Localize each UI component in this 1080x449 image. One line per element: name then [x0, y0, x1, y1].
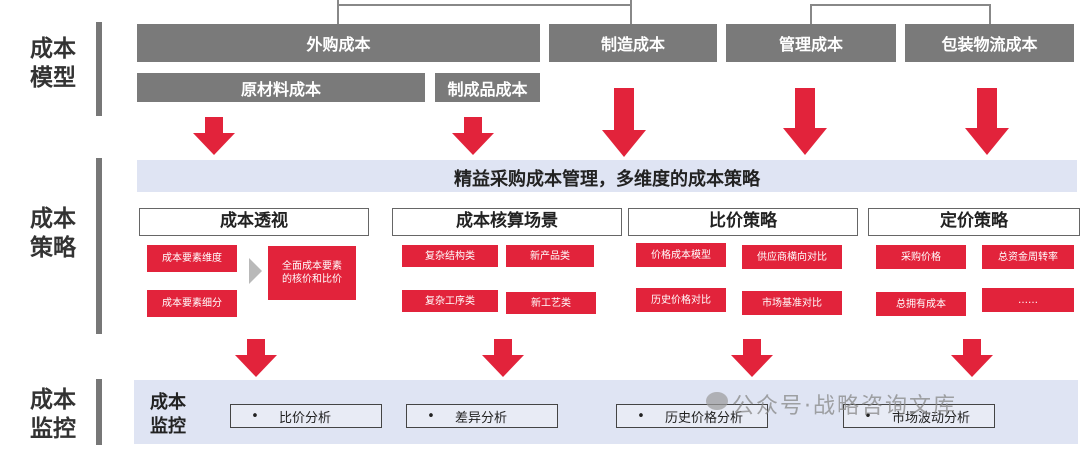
bullet-icon: • — [251, 408, 259, 424]
monitor-item: • 市场波动分析 — [843, 404, 995, 428]
wechat-icon — [706, 392, 728, 410]
strategy-group-title: 比价策略 — [628, 208, 858, 236]
bullet-icon: • — [864, 408, 872, 424]
section-divider-monitor — [96, 379, 102, 445]
strategy-item: 复杂工序类 — [402, 290, 498, 312]
connector-line — [630, 0, 632, 24]
strategy-item: 复杂结构类 — [402, 245, 498, 267]
watermark: 公众号·战略咨询文库 — [732, 394, 957, 419]
monitor-item-label: 比价分析 — [279, 410, 332, 426]
strategy-item: 市场基准对比 — [742, 291, 842, 315]
strategy-group-title: 成本透视 — [139, 208, 369, 236]
strategy-banner-title: 精益采购成本管理，多维度的成本策略 — [454, 169, 760, 190]
monitor-item-label: 差异分析 — [455, 410, 508, 426]
chevron-right-icon — [249, 258, 262, 284]
model-bar-management-cost: 管理成本 — [726, 24, 896, 62]
strategy-item: 采购价格 — [876, 245, 966, 269]
strategy-item: 新工艺类 — [506, 292, 596, 314]
strategy-item: 全面成本要素 的核价和比价 — [268, 246, 356, 300]
strategy-item: …… — [982, 288, 1074, 312]
model-bar-finished-goods-cost: 制成品成本 — [435, 73, 540, 102]
section-label-model: 成本 模型 — [30, 36, 76, 91]
strategy-item: 新产品类 — [506, 245, 594, 267]
monitor-item-label: 市场波动分析 — [892, 410, 971, 426]
strategy-item: 供应商横向对比 — [742, 245, 842, 269]
strategy-item: 总资金周转率 — [982, 245, 1074, 269]
model-bar-raw-material-cost: 原材料成本 — [137, 73, 425, 102]
section-divider-strategy — [96, 158, 102, 334]
section-label-monitor: 成本 监控 — [30, 387, 76, 442]
strategy-item: 历史价格对比 — [636, 288, 726, 312]
model-bar-manufacturing-cost: 制造成本 — [549, 24, 717, 62]
connector-line — [337, 0, 339, 24]
monitor-item: • 差异分析 — [406, 404, 558, 428]
section-label-strategy: 成本 策略 — [30, 206, 76, 261]
monitor-item: • 比价分析 — [230, 404, 382, 428]
connector-line — [337, 4, 632, 6]
strategy-group-title: 定价策略 — [868, 208, 1080, 236]
strategy-banner — [137, 160, 1077, 192]
strategy-item: 总拥有成本 — [876, 292, 966, 316]
bullet-icon: • — [427, 408, 435, 424]
bullet-icon: • — [637, 408, 645, 424]
section-divider-model — [96, 22, 102, 116]
strategy-item: 价格成本模型 — [636, 243, 726, 267]
strategy-item: 成本要素细分 — [147, 290, 237, 317]
strategy-group-title: 成本核算场景 — [392, 208, 622, 236]
model-bar-packaging-logistics-cost: 包装物流成本 — [905, 24, 1074, 62]
connector-line — [989, 4, 991, 24]
model-bar-purchased-cost: 外购成本 — [137, 24, 540, 62]
connector-line — [810, 4, 990, 6]
connector-line — [810, 4, 812, 24]
strategy-item: 成本要素维度 — [147, 245, 237, 272]
monitor-item: • 历史价格分析 — [616, 404, 768, 428]
monitor-item-label: 历史价格分析 — [665, 410, 744, 426]
monitor-band-label: 成本 监控 — [150, 392, 186, 437]
